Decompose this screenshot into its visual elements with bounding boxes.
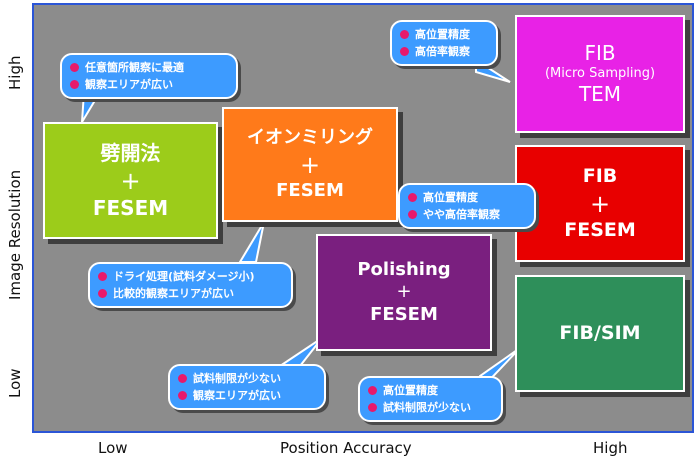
bullet-icon <box>400 30 409 39</box>
method-line: FIB/SIM <box>559 321 641 344</box>
y-axis-title: Image Resolution <box>6 169 24 300</box>
callout-item: 試料制限が少ない <box>178 370 316 387</box>
bullet-icon <box>400 47 409 56</box>
callout-item: 高位置精度 <box>400 26 488 43</box>
callout-item: やや高倍率観察 <box>408 206 526 223</box>
method-line: FIB <box>582 164 618 187</box>
callout-text: 比較的観察エリアが広い <box>113 287 234 300</box>
callout-item: 試料制限が少ない <box>368 399 493 416</box>
method-line: FIB <box>584 40 616 65</box>
y-axis-high-label: High <box>6 55 24 90</box>
method-line: FESEM <box>564 218 636 241</box>
method-box-fib-tem: FIB (Micro Sampling) TEM <box>515 15 685 133</box>
callout-fib-fesem: 高位置精度 やや高倍率観察 <box>398 183 536 229</box>
x-axis-high-label: High <box>593 439 628 457</box>
method-line: FESEM <box>92 195 169 220</box>
method-box-fib-sim: FIB/SIM <box>515 275 685 392</box>
callout-item: 比較的観察エリアが広い <box>98 285 283 302</box>
callout-cleave: 任意箇所観察に最適 観察エリアが広い <box>60 53 238 99</box>
bullet-icon <box>368 386 377 395</box>
method-line: 劈開法 <box>100 140 161 165</box>
callout-tail-ion <box>238 221 265 263</box>
method-line: (Micro Sampling) <box>544 65 656 81</box>
callout-fib-tem: 高位置精度 高倍率観察 <box>390 20 498 66</box>
callout-text: やや高倍率観察 <box>423 208 500 221</box>
callout-ion-milling: ドライ処理(試料ダメージ小) 比較的観察エリアが広い <box>88 262 293 308</box>
method-line: + <box>589 189 611 218</box>
method-box-ion-milling-fesem: イオンミリング + FESEM <box>222 107 398 222</box>
callout-text: 試料制限が少ない <box>383 401 471 414</box>
callout-item: ドライ処理(試料ダメージ小) <box>98 268 283 285</box>
callout-text: 高位置精度 <box>383 384 438 397</box>
method-line: + <box>299 150 321 179</box>
callout-text: 試料制限が少ない <box>193 372 281 385</box>
callout-item: 高位置精度 <box>408 189 526 206</box>
callout-item: 任意箇所観察に最適 <box>70 59 228 76</box>
bullet-icon <box>98 272 107 281</box>
bullet-icon <box>98 289 107 298</box>
method-box-polishing-fesem: Polishing + FESEM <box>316 234 492 351</box>
method-line: Polishing <box>357 258 451 280</box>
callout-text: 高位置精度 <box>423 191 478 204</box>
callout-text: 観察エリアが広い <box>85 78 173 91</box>
bullet-icon <box>178 391 187 400</box>
callout-item: 観察エリアが広い <box>70 76 228 93</box>
bullet-icon <box>368 403 377 412</box>
callout-item: 高位置精度 <box>368 382 493 399</box>
method-box-cleave-fesem: 劈開法 + FESEM <box>43 122 218 239</box>
method-line: イオンミリング <box>247 127 373 148</box>
method-box-fib-fesem: FIB + FESEM <box>515 145 685 262</box>
y-axis-low-label: Low <box>6 368 24 398</box>
callout-text: 高倍率観察 <box>415 45 470 58</box>
bullet-icon <box>70 63 79 72</box>
method-line: FESEM <box>370 303 438 325</box>
callout-text: 任意箇所観察に最適 <box>85 61 184 74</box>
method-line: TEM <box>578 82 622 107</box>
x-axis-low-label: Low <box>98 439 128 457</box>
bullet-icon <box>408 210 417 219</box>
method-line: FESEM <box>276 179 344 201</box>
callout-text: 観察エリアが広い <box>193 389 281 402</box>
callout-item: 高倍率観察 <box>400 43 488 60</box>
callout-polishing: 試料制限が少ない 観察エリアが広い <box>168 364 326 410</box>
method-line: + <box>120 166 141 195</box>
bullet-icon <box>408 193 417 202</box>
bullet-icon <box>178 374 187 383</box>
method-line: + <box>396 281 412 303</box>
callout-item: 観察エリアが広い <box>178 387 316 404</box>
callout-fib-sim: 高位置精度 試料制限が少ない <box>358 376 503 422</box>
callout-text: 高位置精度 <box>415 28 470 41</box>
callout-text: ドライ処理(試料ダメージ小) <box>113 270 255 283</box>
x-axis-title: Position Accuracy <box>280 439 412 457</box>
bullet-icon <box>70 80 79 89</box>
